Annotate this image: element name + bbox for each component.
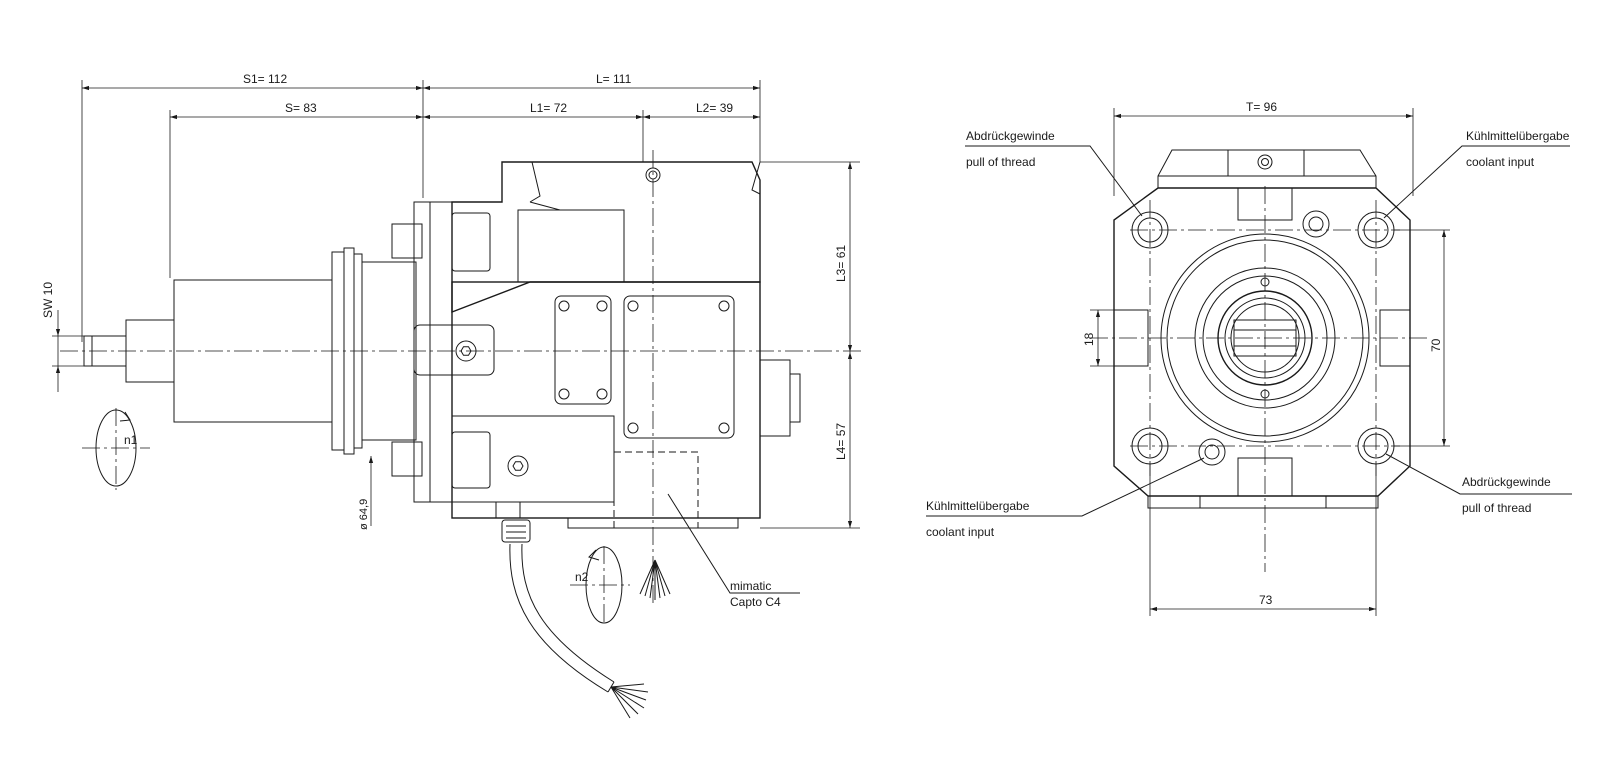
dimension-70: 70 bbox=[1394, 229, 1450, 447]
n1-label: n1 bbox=[124, 433, 138, 447]
pull-off-thread-hole-top-left bbox=[1131, 211, 1169, 249]
callout-top-right: Kühlmittelübergabe coolant input bbox=[1383, 129, 1570, 219]
l3-label: L3= 61 bbox=[834, 245, 848, 282]
bottom-right-callout-en: pull of thread bbox=[1462, 501, 1531, 515]
callout-bottom-right: Abdrückgewinde pull of thread bbox=[1385, 453, 1572, 515]
t-dimension: T= 96 bbox=[1113, 100, 1414, 196]
l1-label: L1= 72 bbox=[530, 101, 567, 115]
callout-top-left: Abdrückgewinde pull of thread bbox=[965, 129, 1143, 217]
dimension-18-label: 18 bbox=[1082, 332, 1096, 346]
cable-assembly bbox=[501, 519, 649, 719]
top-right-callout-en: coolant input bbox=[1466, 155, 1535, 169]
interface-label-1: mimatic bbox=[730, 579, 771, 593]
coolant-input-hole-bottom bbox=[1198, 438, 1226, 466]
diameter-label: ø 64,9 bbox=[358, 499, 370, 530]
dimension-73-label: 73 bbox=[1259, 593, 1273, 607]
coolant-input-hole-top bbox=[1302, 210, 1330, 238]
rotation-arrow-icon bbox=[119, 411, 131, 422]
s1-label: S1= 112 bbox=[243, 72, 287, 86]
top-right-callout-de: Kühlmittelübergabe bbox=[1466, 129, 1570, 143]
interface-callout: mimatic Capto C4 bbox=[667, 493, 800, 609]
drive-slot bbox=[1233, 319, 1297, 357]
s-label: S= 83 bbox=[285, 101, 317, 115]
l-label: L= 111 bbox=[596, 72, 632, 86]
sw-dimension: SW 10 bbox=[41, 282, 84, 392]
drive-shaft bbox=[83, 247, 417, 455]
rotation-n2-symbol: n2 bbox=[570, 546, 630, 626]
top-dimensions: S1= 112 S= 83 L= 111 L1= 72 L2= 39 bbox=[81, 72, 761, 342]
dimension-18: 18 bbox=[1082, 309, 1114, 367]
diameter-dimension: ø 64,9 bbox=[358, 456, 374, 530]
dimension-70-label: 70 bbox=[1429, 338, 1443, 352]
n2-label: n2 bbox=[575, 570, 589, 584]
front-view: T= 96 bbox=[926, 100, 1572, 616]
rotation-arrow-icon bbox=[588, 549, 600, 561]
bottom-left-callout-de: Kühlmittelübergabe bbox=[926, 499, 1030, 513]
rotation-n1-symbol: n1 bbox=[82, 408, 150, 490]
t-label: T= 96 bbox=[1246, 100, 1277, 114]
top-left-callout-de: Abdrückgewinde bbox=[966, 129, 1055, 143]
sw-label: SW 10 bbox=[41, 282, 55, 318]
coolant-spray-icon bbox=[639, 559, 671, 600]
flange-outer-circle bbox=[1160, 233, 1370, 443]
l4-label: L4= 57 bbox=[834, 423, 848, 460]
top-left-callout-en: pull of thread bbox=[966, 155, 1035, 169]
dimension-73: 73 bbox=[1149, 464, 1377, 616]
right-dimensions: L3= 61 L4= 57 bbox=[760, 161, 860, 529]
interface-label-2: Capto C4 bbox=[730, 595, 781, 609]
tool-body bbox=[391, 161, 801, 529]
l2-label: L2= 39 bbox=[696, 101, 733, 115]
bottom-right-callout-de: Abdrückgewinde bbox=[1462, 475, 1551, 489]
bottom-left-callout-en: coolant input bbox=[926, 525, 995, 539]
side-view: S1= 112 S= 83 L= 111 L1= 72 L2= 39 L3= 6… bbox=[41, 72, 862, 719]
cable-wire-fan-icon bbox=[610, 683, 649, 719]
callout-bottom-left: Kühlmittelübergabe coolant input bbox=[926, 457, 1205, 539]
